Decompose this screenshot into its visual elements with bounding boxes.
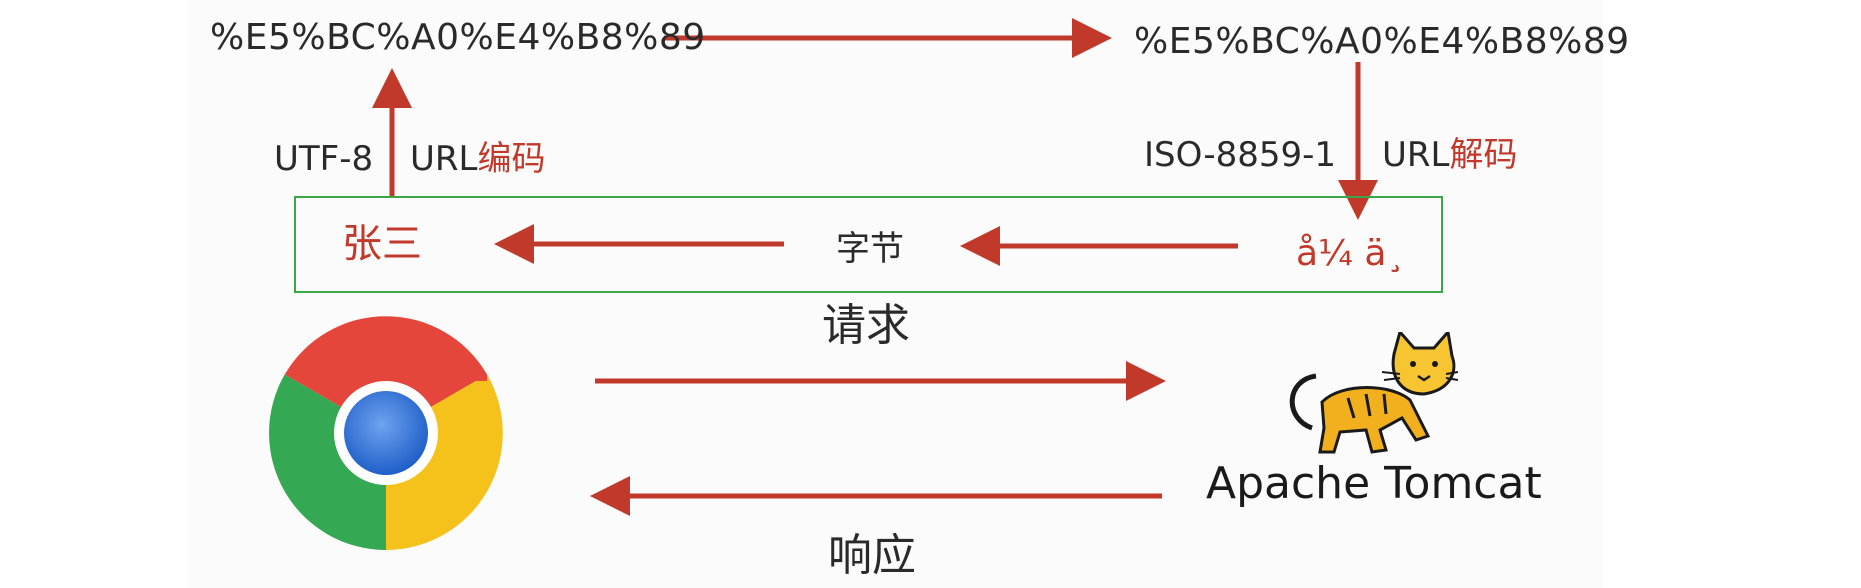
url-encode-label: URL编码 (410, 142, 545, 176)
original-text: 张三 (342, 221, 422, 267)
right-charset-label: ISO-8859-1 (1144, 135, 1337, 175)
chrome-logo-icon (269, 316, 503, 550)
tomcat-name: Apache Tomcat (1206, 458, 1542, 509)
url-decode-label: URL解码 (1382, 138, 1517, 172)
right-encoded-string: %E5%BC%A0%E4%B8%89 (1134, 21, 1630, 62)
response-label: 响应 (828, 530, 916, 581)
tomcat-cat-icon (1289, 332, 1458, 454)
bytes-label: 字节 (836, 229, 904, 269)
byte-conversion-box (294, 196, 1443, 293)
url-decode-prefix: URL (1382, 135, 1450, 175)
left-charset-label: UTF-8 (274, 139, 374, 179)
url-encode-prefix: URL (410, 139, 478, 179)
garbled-text: å¼ ä¸ (1296, 233, 1405, 274)
url-encode-action: 编码 (477, 139, 546, 179)
url-decode-action: 解码 (1449, 135, 1518, 175)
left-encoded-string: %E5%BC%A0%E4%B8%89 (210, 17, 706, 58)
request-label: 请求 (822, 300, 910, 351)
